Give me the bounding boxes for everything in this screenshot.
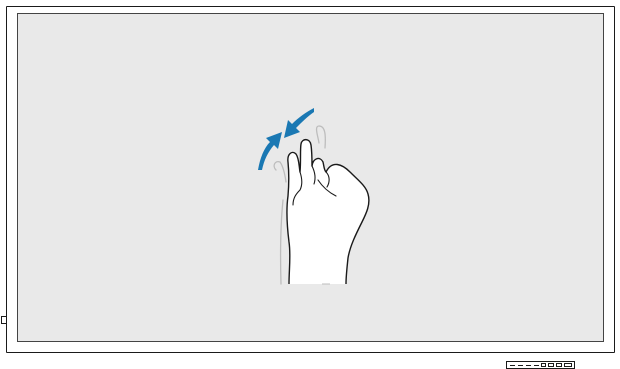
control-button bbox=[564, 363, 572, 367]
curved-arrow-down-left-icon bbox=[284, 108, 314, 138]
hand-icon bbox=[287, 140, 369, 284]
curved-arrow-up-right-icon bbox=[258, 132, 282, 170]
control-dash bbox=[534, 365, 539, 366]
control-button bbox=[541, 363, 546, 367]
control-button bbox=[556, 363, 562, 367]
control-buttons-icon bbox=[506, 361, 575, 369]
control-button bbox=[548, 363, 554, 367]
control-dash bbox=[518, 365, 523, 366]
control-dash bbox=[526, 365, 531, 366]
control-dash bbox=[510, 365, 515, 366]
